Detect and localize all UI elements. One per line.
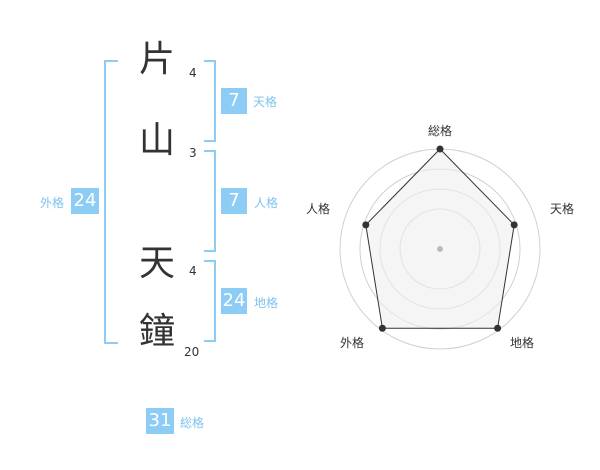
radar-polygon (365, 148, 515, 329)
radar-label-gaikaku: 外格 (340, 336, 365, 350)
radar-point-gaikaku (378, 324, 386, 332)
name-char-4: 鐘 (138, 311, 175, 352)
chikaku-label: 地格 (254, 296, 279, 310)
radar-point-chikaku (494, 324, 502, 332)
stroke-count-4: 20 (184, 345, 200, 359)
stroke-count-1: 4 (189, 66, 197, 80)
jinkaku-value-badge: 7 (221, 188, 247, 214)
soukaku-label: 総格 (180, 416, 205, 430)
gaikaku-bracket (104, 60, 118, 344)
jinkaku-label: 人格 (254, 196, 279, 210)
radar-point-tenkaku (510, 221, 518, 229)
chikaku-bracket (204, 260, 216, 342)
tenkaku-label: 天格 (253, 95, 278, 109)
name-char-1: 片 (138, 39, 175, 80)
gaikaku-label: 外格 (40, 196, 65, 210)
tenkaku-value-badge: 7 (221, 88, 247, 114)
name-char-2: 山 (138, 120, 175, 161)
gaikaku-value-badge: 24 (71, 188, 99, 214)
radar-label-tenkaku: 天格 (550, 202, 575, 216)
radar-point-jinkaku (362, 221, 370, 229)
radar-label-soukaku: 総格 (428, 124, 453, 138)
tenkaku-bracket (204, 60, 216, 142)
chikaku-value-badge: 24 (221, 288, 247, 314)
radar-label-chikaku: 地格 (510, 336, 535, 350)
radar-center-dot (437, 246, 443, 252)
radar-label-jinkaku: 人格 (306, 202, 331, 216)
radar-point-soukaku (436, 145, 444, 153)
stroke-count-3: 4 (189, 264, 197, 278)
jinkaku-bracket (204, 150, 216, 252)
name-char-3: 天 (138, 243, 175, 284)
stroke-count-2: 3 (189, 146, 197, 160)
soukaku-value-badge: 31 (146, 408, 174, 434)
